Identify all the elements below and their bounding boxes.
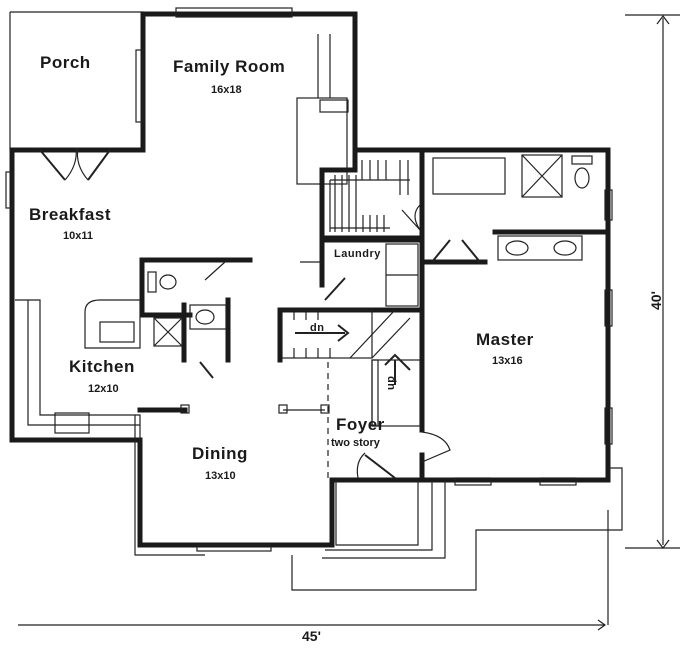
master-size: 13x16 xyxy=(492,355,523,367)
exterior-wall xyxy=(9,11,611,548)
stairs-up-label: up xyxy=(385,375,397,390)
breakfast-label: Breakfast xyxy=(29,205,111,224)
family-room-label: Family Room xyxy=(173,57,286,76)
master-label: Master xyxy=(476,330,534,349)
french-door-icon xyxy=(39,149,111,181)
dining-label: Dining xyxy=(192,444,248,463)
dining-size: 13x10 xyxy=(205,470,236,482)
vanity-icon xyxy=(497,235,583,261)
depth-dimension-line xyxy=(656,15,670,549)
depth-dimension: 40' xyxy=(648,291,664,310)
porch-label: Porch xyxy=(40,53,91,72)
kitchen-size: 12x10 xyxy=(88,383,119,395)
kitchen-island xyxy=(84,299,141,349)
window-icon xyxy=(175,7,293,18)
double-door-icon xyxy=(431,239,481,263)
toilet-icon xyxy=(571,155,593,165)
foyer-note: two story xyxy=(331,437,380,449)
arrow-right-icon xyxy=(295,324,350,342)
bathtub-icon xyxy=(432,157,506,195)
width-dimension-line xyxy=(18,619,607,631)
porch-outline xyxy=(10,11,144,148)
stairs-down-label: dn xyxy=(310,322,325,334)
sink-icon xyxy=(54,412,90,434)
foyer-label: Foyer xyxy=(336,415,385,434)
kitchen-label: Kitchen xyxy=(69,357,135,376)
laundry-label: Laundry xyxy=(334,248,381,260)
shower-icon xyxy=(521,154,563,198)
width-dimension: 45' xyxy=(302,628,321,644)
family-room-size: 16x18 xyxy=(211,84,242,96)
breakfast-size: 10x11 xyxy=(63,230,93,242)
